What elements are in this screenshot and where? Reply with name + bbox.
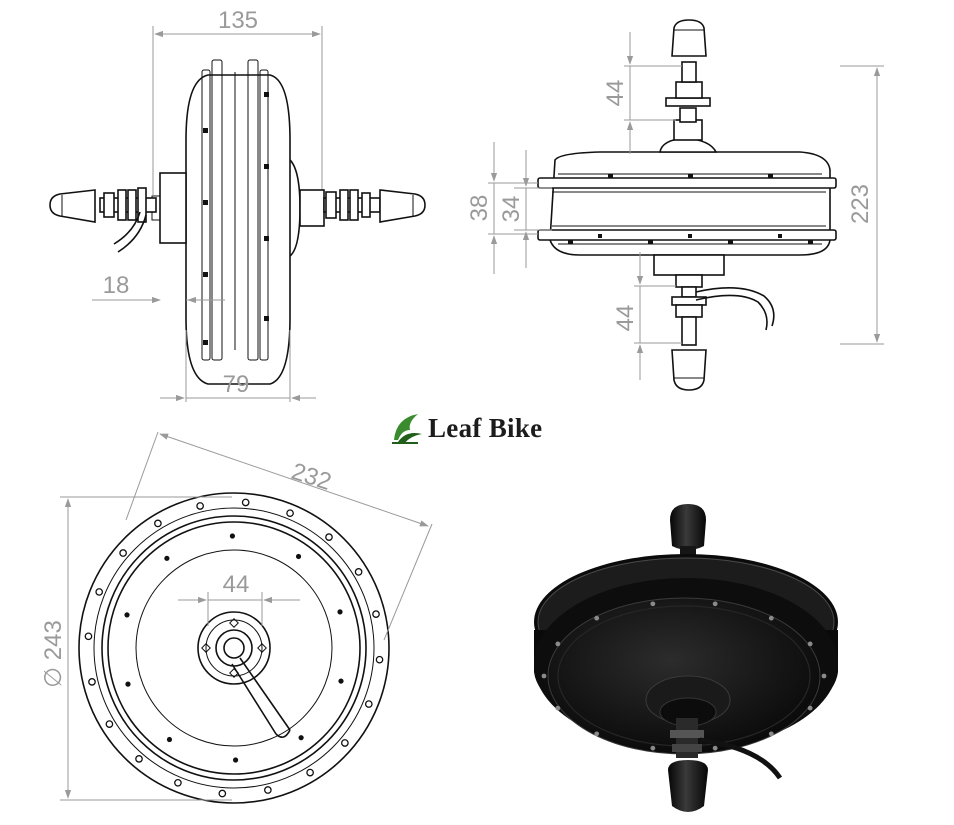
inner-bolt <box>295 553 302 560</box>
motor-render <box>534 504 838 812</box>
render-bolt <box>594 615 600 621</box>
dim-upper-axle-label: 44 <box>602 80 629 107</box>
dim-hub-diameter: 44 <box>178 571 300 626</box>
leaf-icon <box>392 414 422 444</box>
dim-rim-inner: 34 <box>498 150 552 268</box>
dim-outer-diameter-label: ∅ 243 <box>40 620 67 688</box>
dim-upper-axle: 44 <box>602 32 682 154</box>
brand-logo: Leaf Bike <box>388 410 542 446</box>
dim-rim-outer-label: 38 <box>466 195 493 222</box>
inner-bolt <box>298 735 304 741</box>
render-bolt <box>768 731 774 737</box>
render-bolt <box>555 641 561 647</box>
inner-bolt <box>164 555 170 561</box>
flange-bolt <box>135 755 143 763</box>
inner-bolt <box>337 609 343 615</box>
flange-bolt <box>286 509 294 518</box>
front-view: 135 <box>49 7 426 402</box>
dim-width-total-label: 135 <box>218 7 258 34</box>
inner-bolt <box>124 612 130 618</box>
flange-bolts <box>84 498 384 798</box>
dim-axle-offset: 18 <box>92 272 225 304</box>
dim-hub-diameter-label: 44 <box>223 571 250 598</box>
inner-bolt <box>232 757 239 763</box>
flange-bolt <box>306 768 314 777</box>
flange-bolt <box>88 678 96 686</box>
flange-bolt <box>264 786 272 794</box>
dim-overall-height-label: 223 <box>847 184 874 224</box>
dim-rim-inner-label: 34 <box>498 196 525 223</box>
flange-bolt <box>364 700 373 708</box>
dim-width-total: 135 <box>152 7 323 195</box>
flange-bolt <box>119 549 127 557</box>
render-bolt <box>555 705 561 711</box>
flange-bolt <box>325 533 333 541</box>
dim-flange-diameter-label: 232 <box>288 458 334 496</box>
flange-bolt <box>218 789 227 798</box>
dim-lower-axle-label: 44 <box>612 305 639 332</box>
inner-bolt <box>166 736 173 743</box>
inner-bolt <box>125 681 131 687</box>
inner-bolt <box>229 533 236 539</box>
flange-bolt <box>174 778 182 787</box>
render-bolt <box>650 601 656 607</box>
dim-hub-width: 79 <box>160 330 316 402</box>
render-bolt <box>541 673 547 679</box>
flange-bolt <box>354 568 363 576</box>
render-bolt <box>821 673 827 679</box>
dim-outer-diameter: ∅ 243 <box>40 496 232 801</box>
flange-bolt <box>95 588 104 596</box>
render-bolt <box>807 705 813 711</box>
render-bolt <box>768 615 774 621</box>
face-view: 232 44 ∅ 243 <box>40 431 433 804</box>
render-bolt <box>712 601 718 607</box>
flange-bolt <box>105 720 114 728</box>
flange-bolt <box>196 502 204 510</box>
dim-rim-outer: 38 <box>466 142 538 274</box>
brand-name: Leaf Bike <box>428 412 543 443</box>
dim-hub-width-label: 79 <box>223 371 250 398</box>
flange-bolt <box>154 519 162 528</box>
render-bolts <box>541 601 827 751</box>
flange-bolt <box>241 498 250 507</box>
flange-bolt <box>375 655 384 664</box>
inner-bolt <box>338 678 344 684</box>
dim-axle-offset-label: 18 <box>103 272 130 299</box>
flange-bolt <box>84 632 93 641</box>
dim-flange-diameter: 232 <box>125 431 433 641</box>
render-bolt <box>650 745 656 751</box>
dim-overall-height: 223 <box>840 65 884 345</box>
flange-bolt <box>372 610 380 618</box>
flange-bolt <box>341 739 349 747</box>
dim-lower-axle: 44 <box>612 252 682 380</box>
side-view: 44 38 34 223 <box>466 19 884 391</box>
render-bolt <box>712 745 718 751</box>
render-bolt <box>807 641 813 647</box>
render-bolt <box>594 731 600 737</box>
